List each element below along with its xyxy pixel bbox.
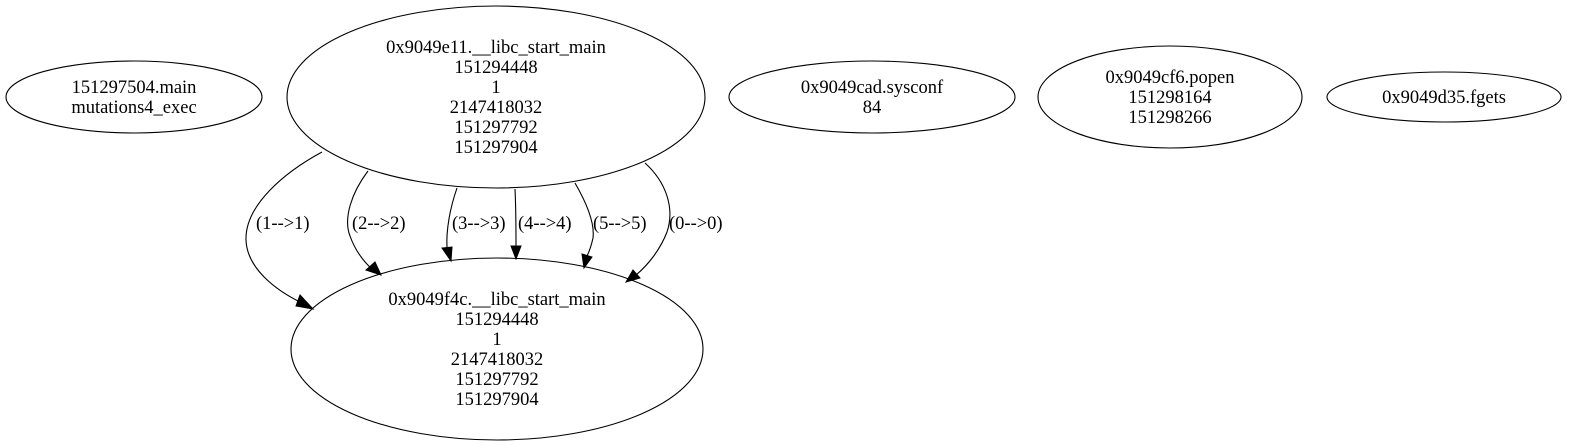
edge-2-to-2-line bbox=[347, 170, 374, 271]
edge-1-to-1: (1-->1) bbox=[245, 151, 323, 310]
node-popen-shape bbox=[1037, 45, 1303, 149]
edge-2-to-2: (2-->2) bbox=[347, 170, 406, 276]
node-libc-bottom-line: 151297792 bbox=[455, 370, 538, 390]
node-libc-start-main-bottom-shape bbox=[290, 257, 704, 441]
edge-4-to-4: (4-->4) bbox=[510, 188, 572, 261]
edge-0-to-0-label: (0-->0) bbox=[669, 214, 723, 234]
node-libc-top-line: 151297792 bbox=[454, 118, 537, 138]
edge-0-to-0-line bbox=[635, 162, 671, 276]
edge-0-to-0: (0-->0) bbox=[624, 162, 723, 283]
edge-2-to-2-arrowhead bbox=[365, 261, 382, 276]
edge-4-to-4-label: (4-->4) bbox=[518, 214, 572, 234]
edge-5-to-5-line bbox=[574, 182, 594, 257]
edge-5-to-5: (5-->5) bbox=[574, 182, 647, 270]
node-libc-start-main-top-shape bbox=[286, 5, 706, 189]
node-sysconf: 0x9049cad.sysconf 84 bbox=[728, 60, 1016, 134]
edge-3-to-3-label: (3-->3) bbox=[452, 214, 506, 234]
node-sysconf-line: 84 bbox=[863, 98, 882, 118]
edge-1-to-1-arrowhead bbox=[295, 294, 315, 310]
node-main-line: 151297504.main bbox=[72, 78, 197, 98]
node-main-line: mutations4_exec bbox=[71, 98, 196, 118]
node-libc-bottom-line: 2147418032 bbox=[451, 350, 544, 370]
node-fgets-shape bbox=[1326, 71, 1562, 123]
node-libc-top-line: 151294448 bbox=[454, 58, 537, 78]
node-main: 151297504.main mutations4_exec bbox=[5, 60, 263, 134]
node-main-shape bbox=[5, 60, 263, 134]
node-fgets: 0x9049d35.fgets bbox=[1326, 71, 1562, 123]
node-libc-bottom-line: 151294448 bbox=[455, 310, 538, 330]
node-sysconf-line: 0x9049cad.sysconf bbox=[801, 78, 944, 98]
edge-5-to-5-arrowhead bbox=[581, 253, 593, 270]
edge-1-to-1-line bbox=[245, 151, 323, 304]
node-sysconf-shape bbox=[728, 60, 1016, 134]
node-popen: 0x9049cf6.popen 151298164 151298266 bbox=[1037, 45, 1303, 149]
edge-3-to-3: (3-->3) bbox=[441, 187, 506, 263]
node-libc-top-line: 151297904 bbox=[454, 138, 537, 158]
node-libc-top-line: 2147418032 bbox=[450, 98, 543, 118]
node-libc-bottom-line: 1 bbox=[492, 330, 501, 350]
node-libc-bottom-line: 0x9049f4c.__libc_start_main bbox=[388, 290, 605, 310]
edge-4-to-4-line bbox=[514, 188, 517, 247]
edge-3-to-3-line bbox=[446, 187, 458, 249]
edge-4-to-4-arrowhead bbox=[510, 245, 522, 261]
edge-3-to-3-arrowhead bbox=[441, 246, 453, 263]
node-fgets-line: 0x9049d35.fgets bbox=[1382, 88, 1506, 108]
node-libc-top-line: 1 bbox=[491, 78, 500, 98]
node-popen-line: 151298164 bbox=[1128, 88, 1211, 108]
node-libc-start-main-bottom: 0x9049f4c.__libc_start_main 151294448 1 … bbox=[290, 257, 704, 441]
node-libc-start-main-top: 0x9049e11.__libc_start_main 151294448 1 … bbox=[286, 5, 706, 189]
node-popen-line: 151298266 bbox=[1128, 108, 1211, 128]
node-libc-bottom-line: 151297904 bbox=[455, 390, 538, 410]
edge-0-to-0-arrowhead bbox=[624, 269, 641, 283]
node-libc-top-line: 0x9049e11.__libc_start_main bbox=[386, 38, 606, 58]
node-popen-line: 0x9049cf6.popen bbox=[1106, 68, 1235, 88]
edge-1-to-1-label: (1-->1) bbox=[256, 214, 310, 234]
edge-5-to-5-label: (5-->5) bbox=[593, 214, 647, 234]
edge-2-to-2-label: (2-->2) bbox=[352, 214, 406, 234]
